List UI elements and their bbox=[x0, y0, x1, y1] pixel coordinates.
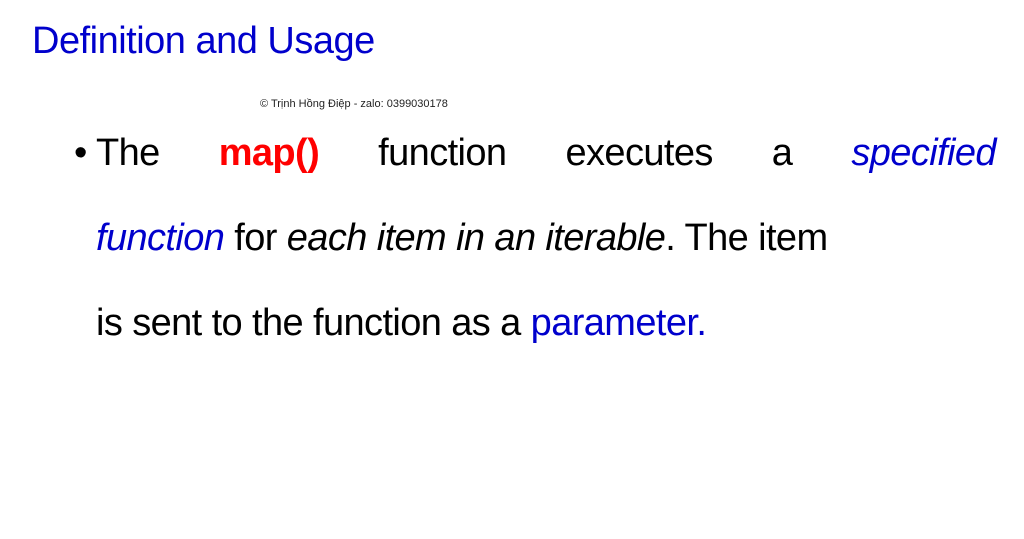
text-executes: executes bbox=[565, 132, 713, 174]
bullet-icon: • bbox=[74, 132, 88, 174]
bullet-line-2: function for each item in an iterable. T… bbox=[96, 207, 996, 269]
emphasis-each-item: each item in an iterable bbox=[286, 217, 666, 259]
emphasis-parameter: parameter. bbox=[530, 302, 707, 344]
copyright-watermark: © Trịnh Hồng Điệp - zalo: 0399030178 bbox=[260, 98, 448, 110]
text-for: for bbox=[224, 217, 287, 259]
code-keyword-map: map() bbox=[218, 132, 320, 174]
bullet-text: The map() function executes a specified … bbox=[96, 122, 997, 354]
emphasis-function: function bbox=[96, 217, 225, 259]
emphasis-specified: specified bbox=[851, 132, 996, 174]
text-a: a bbox=[771, 132, 793, 174]
text-function: function bbox=[378, 132, 507, 174]
bullet-line-1: The map() function executes a specified bbox=[96, 122, 997, 184]
bullet-item: • The map() function executes a specifie… bbox=[74, 122, 997, 354]
text-the: The bbox=[96, 132, 160, 174]
text-the-item: . The item bbox=[665, 217, 828, 259]
slide-title: Definition and Usage bbox=[32, 20, 375, 62]
text-is-sent: is sent to the function as a bbox=[96, 302, 531, 344]
bullet-line-3: is sent to the function as a parameter. bbox=[96, 292, 996, 354]
